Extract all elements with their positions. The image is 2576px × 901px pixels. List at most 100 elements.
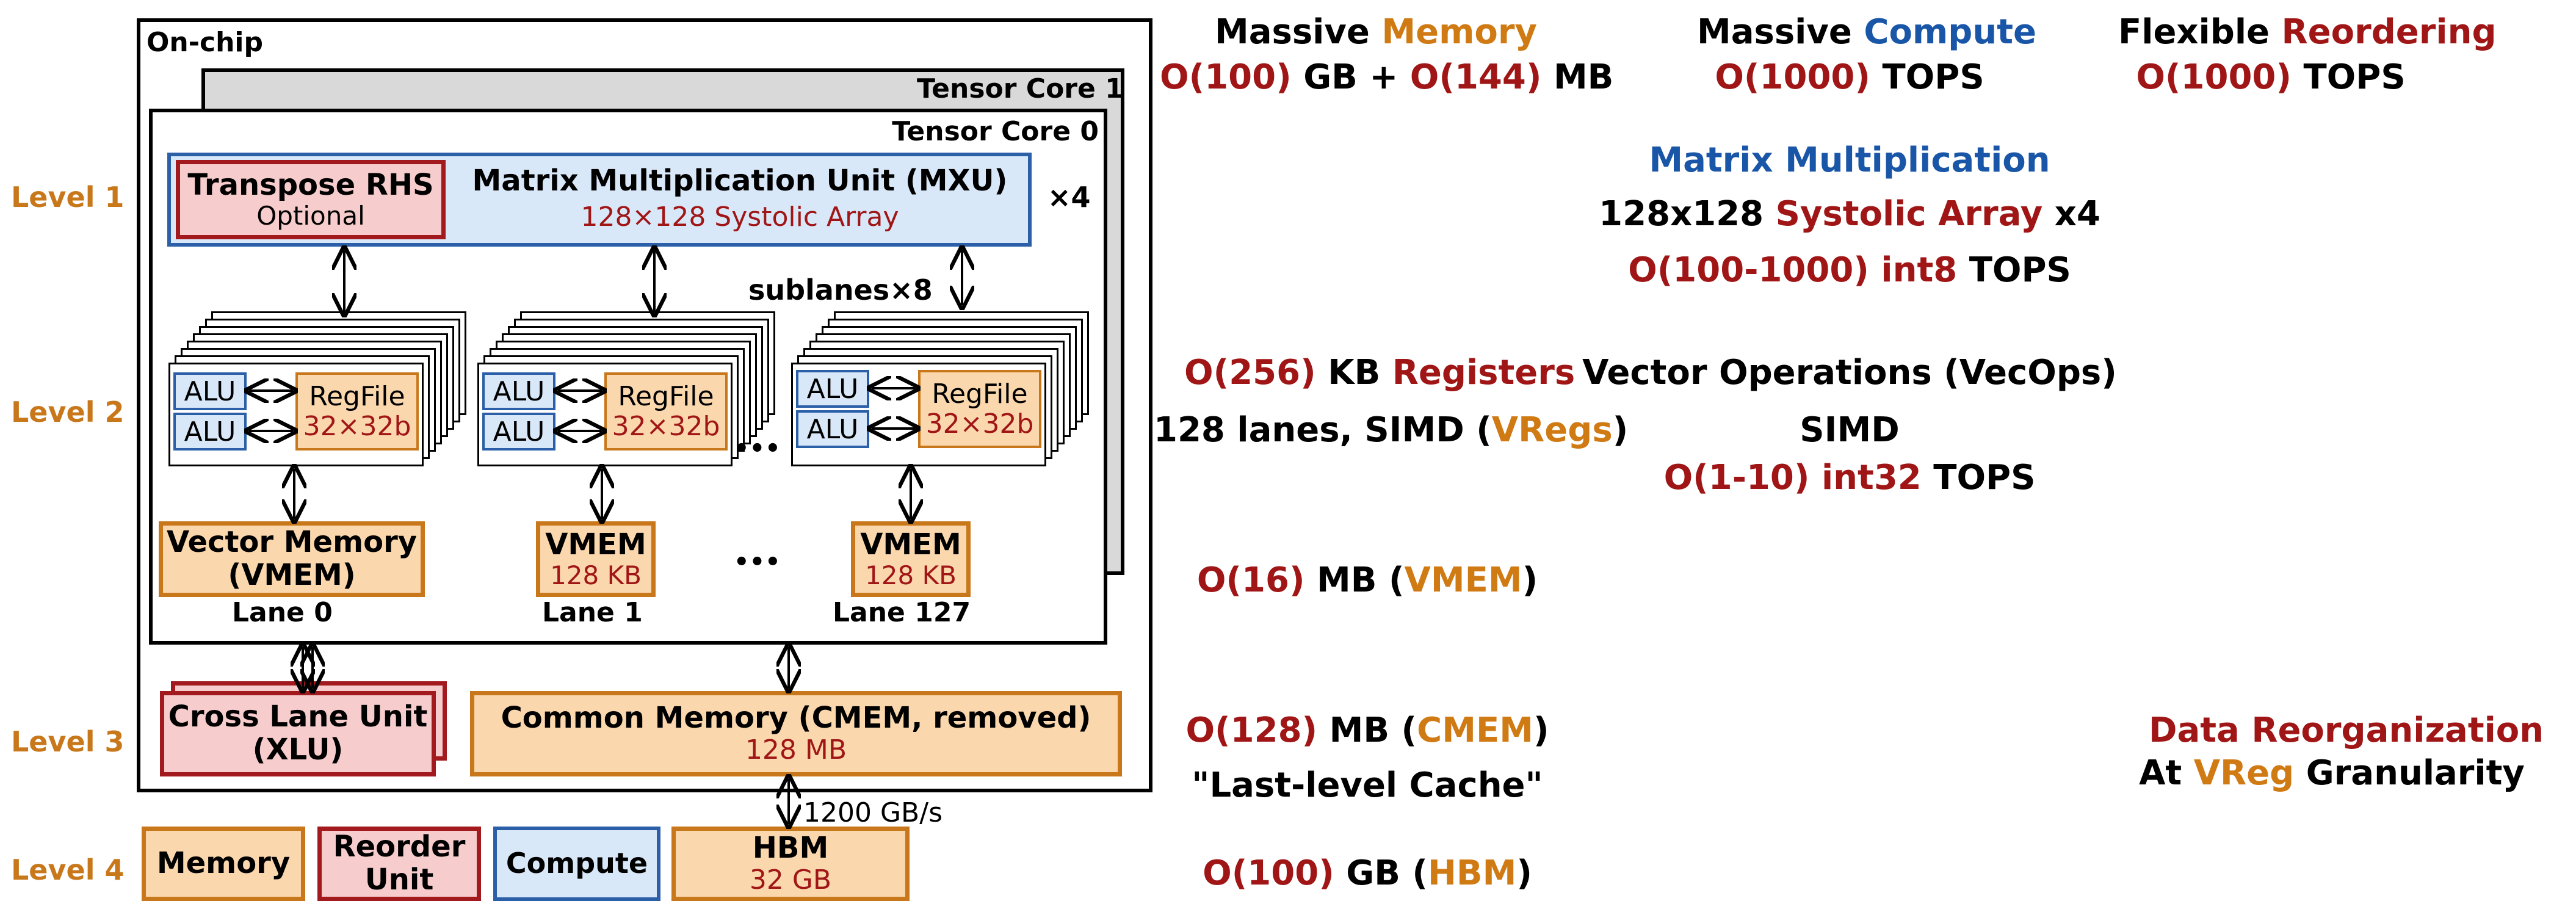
alu-lane127-b: ALU (796, 410, 869, 448)
compute-col-simd: SIMD (1800, 410, 1900, 450)
cmem-sub: 128 MB (745, 734, 847, 766)
regfile-lane1: RegFile 32×32b (604, 372, 728, 450)
sublanes-label: sublanes×8 (748, 273, 933, 306)
legend-memory: Memory (142, 827, 305, 901)
mxu-multiplier: ×4 (1047, 181, 1091, 214)
regfile-lane0-sub: 32×32b (303, 411, 411, 442)
compute-sys-a: 128x128 (1599, 194, 1764, 234)
compute-col-systolic: 128x128 Systolic Array x4 (1575, 194, 2124, 234)
mem-vmem-b: MB ( (1317, 560, 1405, 600)
reorder-tops-b: TOPS (2303, 57, 2406, 97)
legend-compute: Compute (493, 827, 660, 901)
bandwidth-label: 1200 GB/s (803, 797, 942, 828)
transpose-title: Transpose RHS (187, 167, 434, 202)
reorder-col-header: Flexible Reordering (2118, 12, 2497, 52)
hbm-sub: 32 GB (749, 864, 832, 896)
level-2-label: Level 2 (11, 396, 125, 429)
mem-lanes-b: VRegs (1491, 410, 1613, 450)
alu-lane1-b: ALU (482, 413, 555, 450)
on-chip-box (137, 18, 1152, 792)
mem-lanes-a: 128 lanes, SIMD ( (1154, 410, 1492, 450)
tensor-core-0-label: Tensor Core 0 (892, 116, 1099, 147)
compute-col-tops: O(1000) TOPS (1697, 57, 2002, 97)
compute-int32-a: O(1-10) int32 (1663, 458, 1922, 498)
vmem0-title2: (VMEM) (228, 558, 356, 592)
compute-col-vecops: Vector Operations (VecOps) (1582, 353, 2117, 393)
compute-col-int8: O(100-1000) int8 TOPS (1575, 250, 2124, 290)
cmem-title: Common Memory (CMEM, removed) (501, 701, 1091, 736)
vmem1-title: VMEM (545, 527, 646, 562)
mem-total-c: O(144) (1409, 57, 1542, 97)
legend-reorder: Reorder Unit (317, 827, 481, 901)
regfile-lane127-sub: 32×32b (925, 408, 1034, 440)
vmem127-sub: 128 KB (865, 560, 957, 591)
compute-sys-b: Systolic Array (1775, 194, 2043, 234)
compute-header-b: Compute (1864, 12, 2036, 52)
compute-int32-b: TOPS (1933, 458, 2036, 498)
transpose-sub: Optional (256, 201, 365, 231)
vmem127-title: VMEM (860, 527, 961, 562)
compute-tops-a: O(1000) (1715, 57, 1870, 97)
alu-lane0-b: ALU (173, 413, 247, 450)
mem-cmem-a: O(128) (1185, 711, 1318, 750)
reorder-header-b: Reordering (2281, 12, 2497, 52)
reorder-col-granularity: At VReg Granularity (2136, 753, 2527, 793)
mem-total-b: GB + (1303, 57, 1398, 97)
mem-reg-b: KB (1328, 353, 1381, 393)
mem-hbm-d: ) (1516, 853, 1532, 893)
regfile-lane1-title: RegFile (618, 380, 714, 412)
compute-col-matmul: Matrix Multiplication (1649, 140, 2050, 180)
level-4-label: Level 4 (11, 853, 125, 886)
reorder-gran-c: Granularity (2306, 753, 2525, 793)
legend-reorder-text: Reorder Unit (333, 830, 466, 897)
vmem1-sub: 128 KB (550, 560, 642, 591)
mxu-title: Matrix Multiplication Unit (MXU) (472, 164, 1008, 198)
regfile-lane127: RegFile 32×32b (918, 370, 1041, 448)
regfile-lane0-title: RegFile (309, 380, 405, 412)
reorder-gran-b: VReg (2193, 753, 2295, 793)
legend-memory-text: Memory (156, 846, 291, 881)
compute-tops-b: TOPS (1882, 57, 1984, 97)
mem-total-d: MB (1553, 57, 1614, 97)
memory-col-hbm: O(100) GB (HBM) (1184, 853, 1550, 893)
compute-int8-a: O(100-1000) int8 (1628, 250, 1958, 290)
mxu-subtitle: 128×128 Systolic Array (581, 201, 899, 233)
tensor-core-1-label: Tensor Core 1 (917, 73, 1124, 104)
mem-total-a: O(100) (1160, 57, 1292, 97)
memory-col-registers: O(256) KB Registers (1184, 353, 1575, 393)
regfile-lane127-title: RegFile (932, 378, 1028, 410)
reorder-header-a: Flexible (2118, 12, 2270, 52)
reorder-col-tops: O(1000) TOPS (2118, 57, 2423, 97)
mem-vmem-a: O(16) (1196, 560, 1305, 600)
regfile-lane1-sub: 32×32b (612, 411, 720, 442)
mem-hbm-c: HBM (1428, 853, 1517, 893)
memory-col-total: O(100) GB + O(144) MB (1160, 57, 1613, 97)
lanes-ellipsis: ••• (734, 435, 781, 463)
mem-cmem-b: MB ( (1329, 711, 1417, 750)
mem-vmem-d: ) (1522, 560, 1538, 600)
mem-vmem-c: VMEM (1404, 560, 1522, 600)
on-chip-label: On-chip (147, 27, 263, 58)
regfile-lane0: RegFile 32×32b (295, 372, 419, 450)
lane-1-label: Lane 1 (542, 597, 643, 628)
mem-lanes-c: ) (1612, 410, 1629, 450)
mem-hbm-a: O(100) (1203, 853, 1334, 893)
memory-col-lanes: 128 lanes, SIMD (VRegs) (1154, 410, 1628, 450)
compute-int8-b: TOPS (1969, 250, 2071, 290)
vmem0-title: Vector Memory (166, 525, 418, 560)
reorder-gran-a: At (2139, 753, 2182, 793)
mem-hbm-b: GB ( (1346, 853, 1428, 893)
mem-reg-a: O(256) (1184, 353, 1316, 393)
mem-cmem-c: CMEM (1417, 711, 1533, 750)
memory-col-cache: "Last-level Cache" (1192, 765, 1543, 805)
alu-lane127-a: ALU (796, 370, 869, 408)
memory-header-b: Memory (1381, 12, 1538, 52)
transpose-rhs-box: Transpose RHS Optional (176, 160, 446, 239)
compute-col-int32: O(1-10) int32 TOPS (1575, 458, 2124, 498)
mem-cmem-d: ) (1533, 711, 1549, 750)
hbm-title: HBM (752, 831, 829, 866)
vmem-ellipsis: ••• (734, 548, 781, 576)
memory-col-header: Massive Memory (1215, 12, 1537, 52)
reorder-tops-a: O(1000) (2136, 57, 2292, 97)
